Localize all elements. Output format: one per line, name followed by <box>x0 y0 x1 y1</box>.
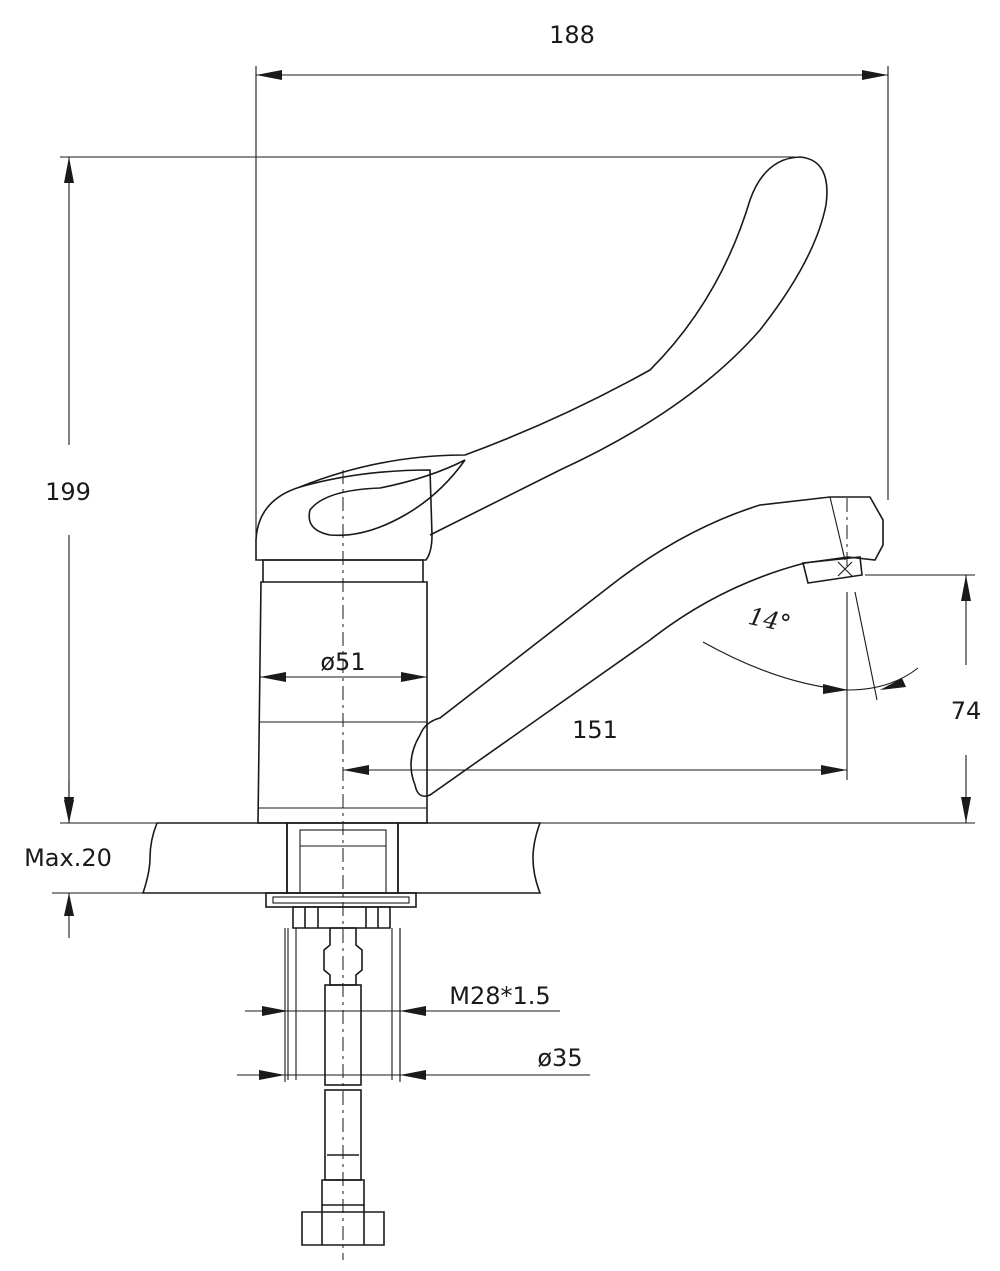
hose-ferrule <box>321 1154 365 1206</box>
backing-plate-inner <box>272 896 410 904</box>
handle-cap <box>255 469 433 561</box>
spout-tube <box>410 496 884 798</box>
spout <box>410 496 884 798</box>
dim-spout-reach: 151 <box>343 592 848 780</box>
dim-spout-angle-label: 14° <box>746 602 793 638</box>
dim-overall-height: 199 <box>45 156 795 824</box>
hose-nut <box>301 1205 385 1246</box>
body-cylinder <box>257 559 428 824</box>
lever-inner-recess <box>308 459 466 537</box>
lever-handle <box>299 156 828 537</box>
dim-max-counter-thickness: Max.20 <box>24 780 143 938</box>
dim-spout-height-label: 74 <box>951 697 982 725</box>
dim-hole-diameter: ø35 <box>237 928 590 1082</box>
dim-body-diameter-label: ø51 <box>320 648 365 676</box>
flex-hose <box>301 984 385 1246</box>
aerator-mark <box>837 561 853 577</box>
fixing-nuts <box>292 906 391 929</box>
mounting-hardware <box>265 822 417 1080</box>
dim-hole-diameter-label: ø35 <box>537 1044 582 1072</box>
dim-overall-width-label: 188 <box>549 21 595 49</box>
dim-thread-label: M28*1.5 <box>449 982 550 1010</box>
dim-body-diameter: ø51 <box>260 648 427 682</box>
dim-max-counter-thickness-label: Max.20 <box>24 844 112 872</box>
backing-plate <box>265 892 417 908</box>
stud-bolts <box>287 928 401 1080</box>
dim-spout-angle: 14° <box>702 591 919 701</box>
dim-overall-width: 188 <box>255 21 889 540</box>
aerator <box>802 556 863 584</box>
dim-spout-height: 74 <box>865 574 982 823</box>
countertop-left-hatch <box>141 822 288 894</box>
dim-spout-reach-label: 151 <box>572 716 618 744</box>
dim-overall-height-label: 199 <box>45 478 91 506</box>
hose-braid-upper <box>324 984 362 1086</box>
lever-outline <box>299 156 828 536</box>
dim-thread: M28*1.5 <box>245 982 560 1016</box>
countertop-right-hatch <box>397 822 542 894</box>
countertop-section <box>141 822 975 894</box>
spout-tip-divider <box>829 496 846 561</box>
